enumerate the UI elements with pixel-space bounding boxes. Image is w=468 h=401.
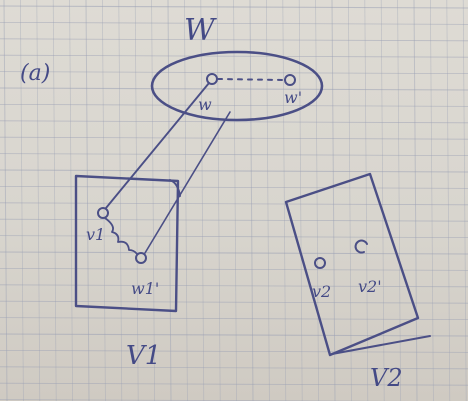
grid-horizontal-line — [0, 267, 468, 271]
grid-vertical-line — [200, 0, 205, 401]
set-v1-label: V1 — [126, 341, 161, 371]
set-w-label: W — [184, 13, 217, 48]
grid-vertical-line — [364, 0, 369, 401]
grid-vertical-line — [3, 0, 8, 401]
set-v1-box-corner — [169, 179, 181, 197]
grid-horizontal-line — [0, 153, 468, 157]
grid-vertical-line — [380, 0, 385, 401]
grid-vertical-line — [52, 0, 57, 401]
grid-vertical-line — [151, 0, 155, 401]
vertex-v2-label: v2 — [312, 282, 331, 301]
grid-vertical-line — [462, 0, 467, 401]
wavy-path-v1-w1prime — [104, 217, 138, 255]
vertex-w-prime-label: w' — [284, 88, 302, 107]
grid-horizontal-line — [0, 366, 468, 370]
grid-horizontal-line — [0, 5, 468, 9]
vertex-w-prime — [284, 74, 296, 86]
set-v2-box-underline — [331, 335, 431, 355]
vertex-v2-prime-label: v2' — [358, 277, 382, 296]
set-v1-box — [74, 174, 180, 313]
grid-vertical-line — [298, 0, 303, 401]
vertex-v2-prime — [354, 239, 368, 254]
grid-horizontal-line — [0, 87, 468, 91]
vertex-v1-label: v1 — [86, 225, 105, 244]
set-w: W w w' — [150, 13, 324, 122]
grid-vertical-line — [348, 0, 352, 401]
grid-vertical-line — [430, 0, 434, 401]
grid-vertical-line — [85, 0, 90, 401]
grid-horizontal-line — [0, 104, 468, 107]
grid-vertical-line — [282, 0, 287, 401]
grid-vertical-line — [184, 0, 188, 401]
grid-horizontal-line — [0, 251, 468, 255]
vertex-v2 — [314, 257, 326, 269]
grid-vertical-line — [331, 0, 336, 401]
grid-horizontal-line — [0, 185, 468, 189]
grid-vertical-line — [118, 0, 123, 401]
grid-vertical-line — [266, 0, 270, 401]
set-v2: v2 v2' V2 — [284, 172, 431, 392]
grid-vertical-line — [20, 0, 24, 401]
edge-w-to-v1 — [105, 82, 210, 209]
grid-vertical-line — [69, 0, 73, 401]
vertex-w1-prime — [135, 252, 147, 264]
grid-vertical-line — [249, 0, 254, 401]
set-v2-box — [284, 172, 420, 357]
vertex-w1-prime-label: w1' — [131, 279, 159, 298]
grid-horizontal-line — [0, 169, 468, 173]
grid-horizontal-line — [0, 54, 468, 58]
grid-vertical-line — [102, 0, 106, 401]
edge-wprime-to-w1prime — [144, 111, 231, 254]
grid-horizontal-line — [0, 202, 468, 206]
grid-horizontal-line — [0, 284, 468, 288]
grid-horizontal-line — [0, 349, 468, 353]
grid-horizontal-line — [0, 38, 468, 42]
grid-horizontal-line — [0, 71, 468, 74]
grid-horizontal-line — [0, 317, 468, 321]
grid-horizontal-line — [0, 333, 468, 337]
grid-horizontal-line — [0, 300, 468, 304]
part-label: (a) — [20, 61, 50, 86]
grid-horizontal-line — [0, 136, 468, 140]
vertex-w-label: w — [198, 95, 212, 114]
grid-horizontal-line — [0, 120, 468, 124]
grid-vertical-line — [233, 0, 237, 401]
grid-vertical-line — [134, 0, 139, 401]
grid-horizontal-line — [0, 382, 468, 386]
grid-vertical-line — [216, 0, 221, 401]
grid-horizontal-line — [0, 218, 468, 222]
vertex-v1 — [97, 207, 109, 219]
set-w-ellipse — [150, 50, 324, 122]
set-v2-label: V2 — [370, 364, 403, 392]
grid-vertical-line — [413, 0, 418, 401]
grid-vertical-line — [397, 0, 401, 401]
grid-vertical-line — [446, 0, 451, 401]
dashed-path-w-wprime — [217, 78, 285, 81]
grid-vertical-line — [36, 0, 41, 401]
set-v1: v1 w1' V1 — [74, 174, 181, 371]
grid-vertical-line — [315, 0, 319, 401]
grid-horizontal-line — [0, 22, 468, 25]
